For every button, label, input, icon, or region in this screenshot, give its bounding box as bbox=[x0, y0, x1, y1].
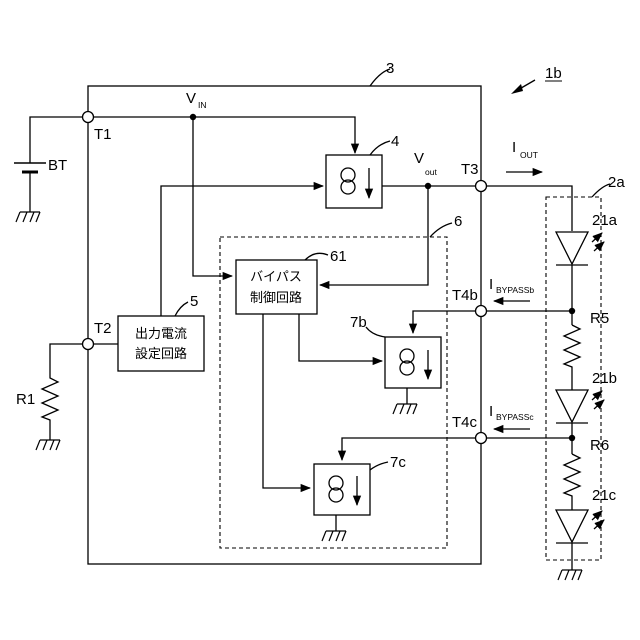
ground-symbol-bt bbox=[16, 212, 40, 222]
vin-node bbox=[190, 114, 196, 120]
led-21c-label: 21c bbox=[592, 487, 617, 504]
t4b-label: T4b bbox=[452, 287, 478, 304]
vin-label: V bbox=[186, 90, 196, 107]
led-21b-label: 21b bbox=[592, 370, 617, 387]
ibypass-b-subscript: BYPASSb bbox=[496, 285, 534, 295]
ibypass-b-indicator: I BYPASSb bbox=[489, 276, 534, 301]
block61-line2: 制御回路 bbox=[250, 290, 302, 306]
t3-label: T3 bbox=[461, 161, 479, 178]
t2-label: T2 bbox=[94, 320, 112, 337]
ibypass-c-label: I bbox=[489, 403, 493, 420]
ibypass-b-label: I bbox=[489, 276, 493, 293]
r6-label: R6 bbox=[590, 437, 609, 454]
block6-label: 6 bbox=[454, 213, 462, 230]
t4c-to-7c-wire bbox=[342, 438, 475, 460]
iout-subscript: OUT bbox=[520, 150, 538, 160]
control-wire-7b bbox=[299, 314, 382, 361]
current-source-7c: 7c bbox=[314, 454, 406, 531]
led-21a-label: 21a bbox=[592, 212, 618, 229]
block61-label: 61 bbox=[330, 248, 347, 265]
block-3-label: 3 bbox=[386, 60, 394, 77]
battery-bt: BT bbox=[14, 117, 88, 212]
terminal-t2: T2 bbox=[83, 320, 112, 350]
ground-symbol-7b bbox=[393, 404, 417, 414]
terminal-t3: T3 bbox=[461, 161, 487, 192]
t4b-to-7b-wire bbox=[413, 311, 475, 333]
bypass-control-circuit: バイパス 制御回路 61 bbox=[236, 248, 347, 314]
node-r5-top bbox=[569, 308, 575, 314]
iout-label: I bbox=[512, 139, 516, 156]
vin-wiring: V IN bbox=[94, 90, 355, 276]
led-group-label: 2a bbox=[608, 174, 625, 191]
block5-line1: 出力電流 bbox=[135, 327, 187, 342]
cs7b-label: 7b bbox=[350, 314, 367, 331]
vout-label: V bbox=[414, 150, 424, 167]
cs4-label: 4 bbox=[391, 133, 399, 150]
ground-symbol-7c bbox=[322, 531, 346, 541]
iout-indicator: I OUT bbox=[506, 139, 542, 172]
resistor-r1: R1 bbox=[16, 344, 82, 440]
node-r6-top bbox=[569, 435, 575, 441]
vout-subscript: out bbox=[425, 167, 437, 177]
t4c-label: T4c bbox=[452, 414, 478, 431]
block5-line2: 設定回路 bbox=[135, 346, 187, 362]
r1-label: R1 bbox=[16, 391, 35, 408]
led-21c: 21c bbox=[556, 487, 617, 543]
r5-label: R5 bbox=[590, 310, 609, 327]
control-wire-7c bbox=[263, 314, 310, 488]
ibypass-c-subscript: BYPASSc bbox=[496, 412, 534, 422]
ibypass-c-indicator: I BYPASSc bbox=[489, 403, 534, 429]
figure-reference: 1b bbox=[511, 65, 562, 94]
figure-ref-label: 1b bbox=[545, 65, 562, 82]
terminal-t1: T1 bbox=[83, 112, 112, 144]
current-source-7b: 7b bbox=[350, 314, 441, 404]
block5-label: 5 bbox=[190, 293, 198, 310]
current-source-4: 4 bbox=[326, 133, 399, 208]
vin-subscript: IN bbox=[198, 100, 207, 110]
battery-label: BT bbox=[48, 157, 67, 174]
block61-line1: バイパス bbox=[250, 270, 302, 285]
cs7c-label: 7c bbox=[390, 454, 406, 471]
led-21b: 21b bbox=[556, 370, 617, 423]
ground-symbol-led bbox=[558, 570, 582, 580]
led-21a: 21a bbox=[556, 212, 618, 265]
ground-symbol-r1 bbox=[36, 440, 60, 450]
t1-label: T1 bbox=[94, 126, 112, 143]
